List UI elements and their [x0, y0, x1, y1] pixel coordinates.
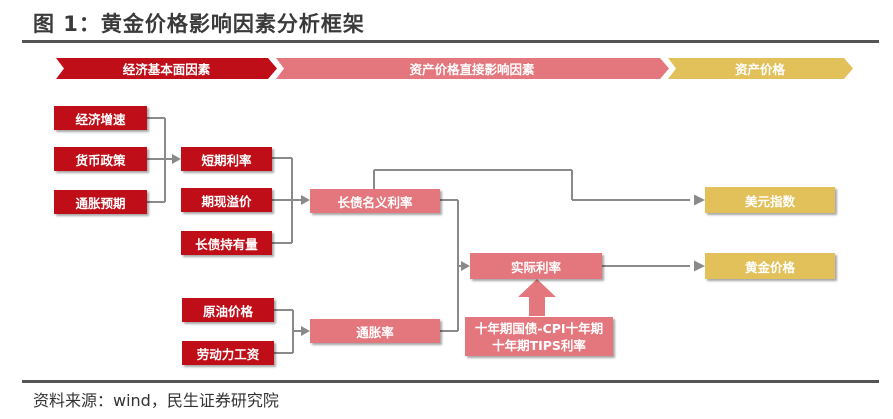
- node-inflation-expectation: 通胀预期: [54, 190, 147, 214]
- header-chevron-basic: [56, 58, 277, 79]
- node-monetary-policy: 货币政策: [54, 147, 147, 171]
- bottom-rule: [22, 380, 879, 383]
- node-labor-wage: 劳动力工资: [182, 341, 274, 365]
- node-gold-price: 黄金价格: [705, 253, 835, 279]
- node-inflation: 通胀率: [310, 319, 440, 343]
- node-long-nominal-rate: 长债名义利率: [310, 189, 440, 213]
- node-tips-line1: 十年期国债-CPI十年期: [474, 320, 604, 336]
- node-term-premium: 期现溢价: [181, 188, 272, 212]
- node-usd-index: 美元指数: [705, 187, 835, 213]
- node-tips-line2: 十年期TIPS利率: [492, 337, 586, 353]
- header-label-asset: 资产价格: [734, 62, 785, 77]
- source-note: 资料来源：wind，民生证券研究院: [33, 391, 279, 410]
- top-rule: [22, 40, 879, 43]
- node-crude-oil: 原油价格: [182, 298, 274, 322]
- figure-title: 图 1：黄金价格影响因素分析框架: [33, 12, 365, 36]
- header-chevron-direct: [276, 58, 669, 79]
- header-label-basic: 经济基本面因素: [122, 62, 211, 77]
- node-short-rate: 短期利率: [181, 147, 272, 171]
- up-arrow: [518, 279, 556, 316]
- header-chevron-asset: [668, 58, 853, 79]
- node-long-holdings: 长债持有量: [181, 231, 272, 255]
- header-label-direct: 资产价格直接影响因素: [409, 62, 535, 77]
- node-econ-growth: 经济增速: [54, 106, 147, 130]
- node-real-rate: 实际利率: [470, 253, 602, 279]
- node-tips: 十年期国债-CPI十年期 十年期TIPS利率: [465, 317, 613, 356]
